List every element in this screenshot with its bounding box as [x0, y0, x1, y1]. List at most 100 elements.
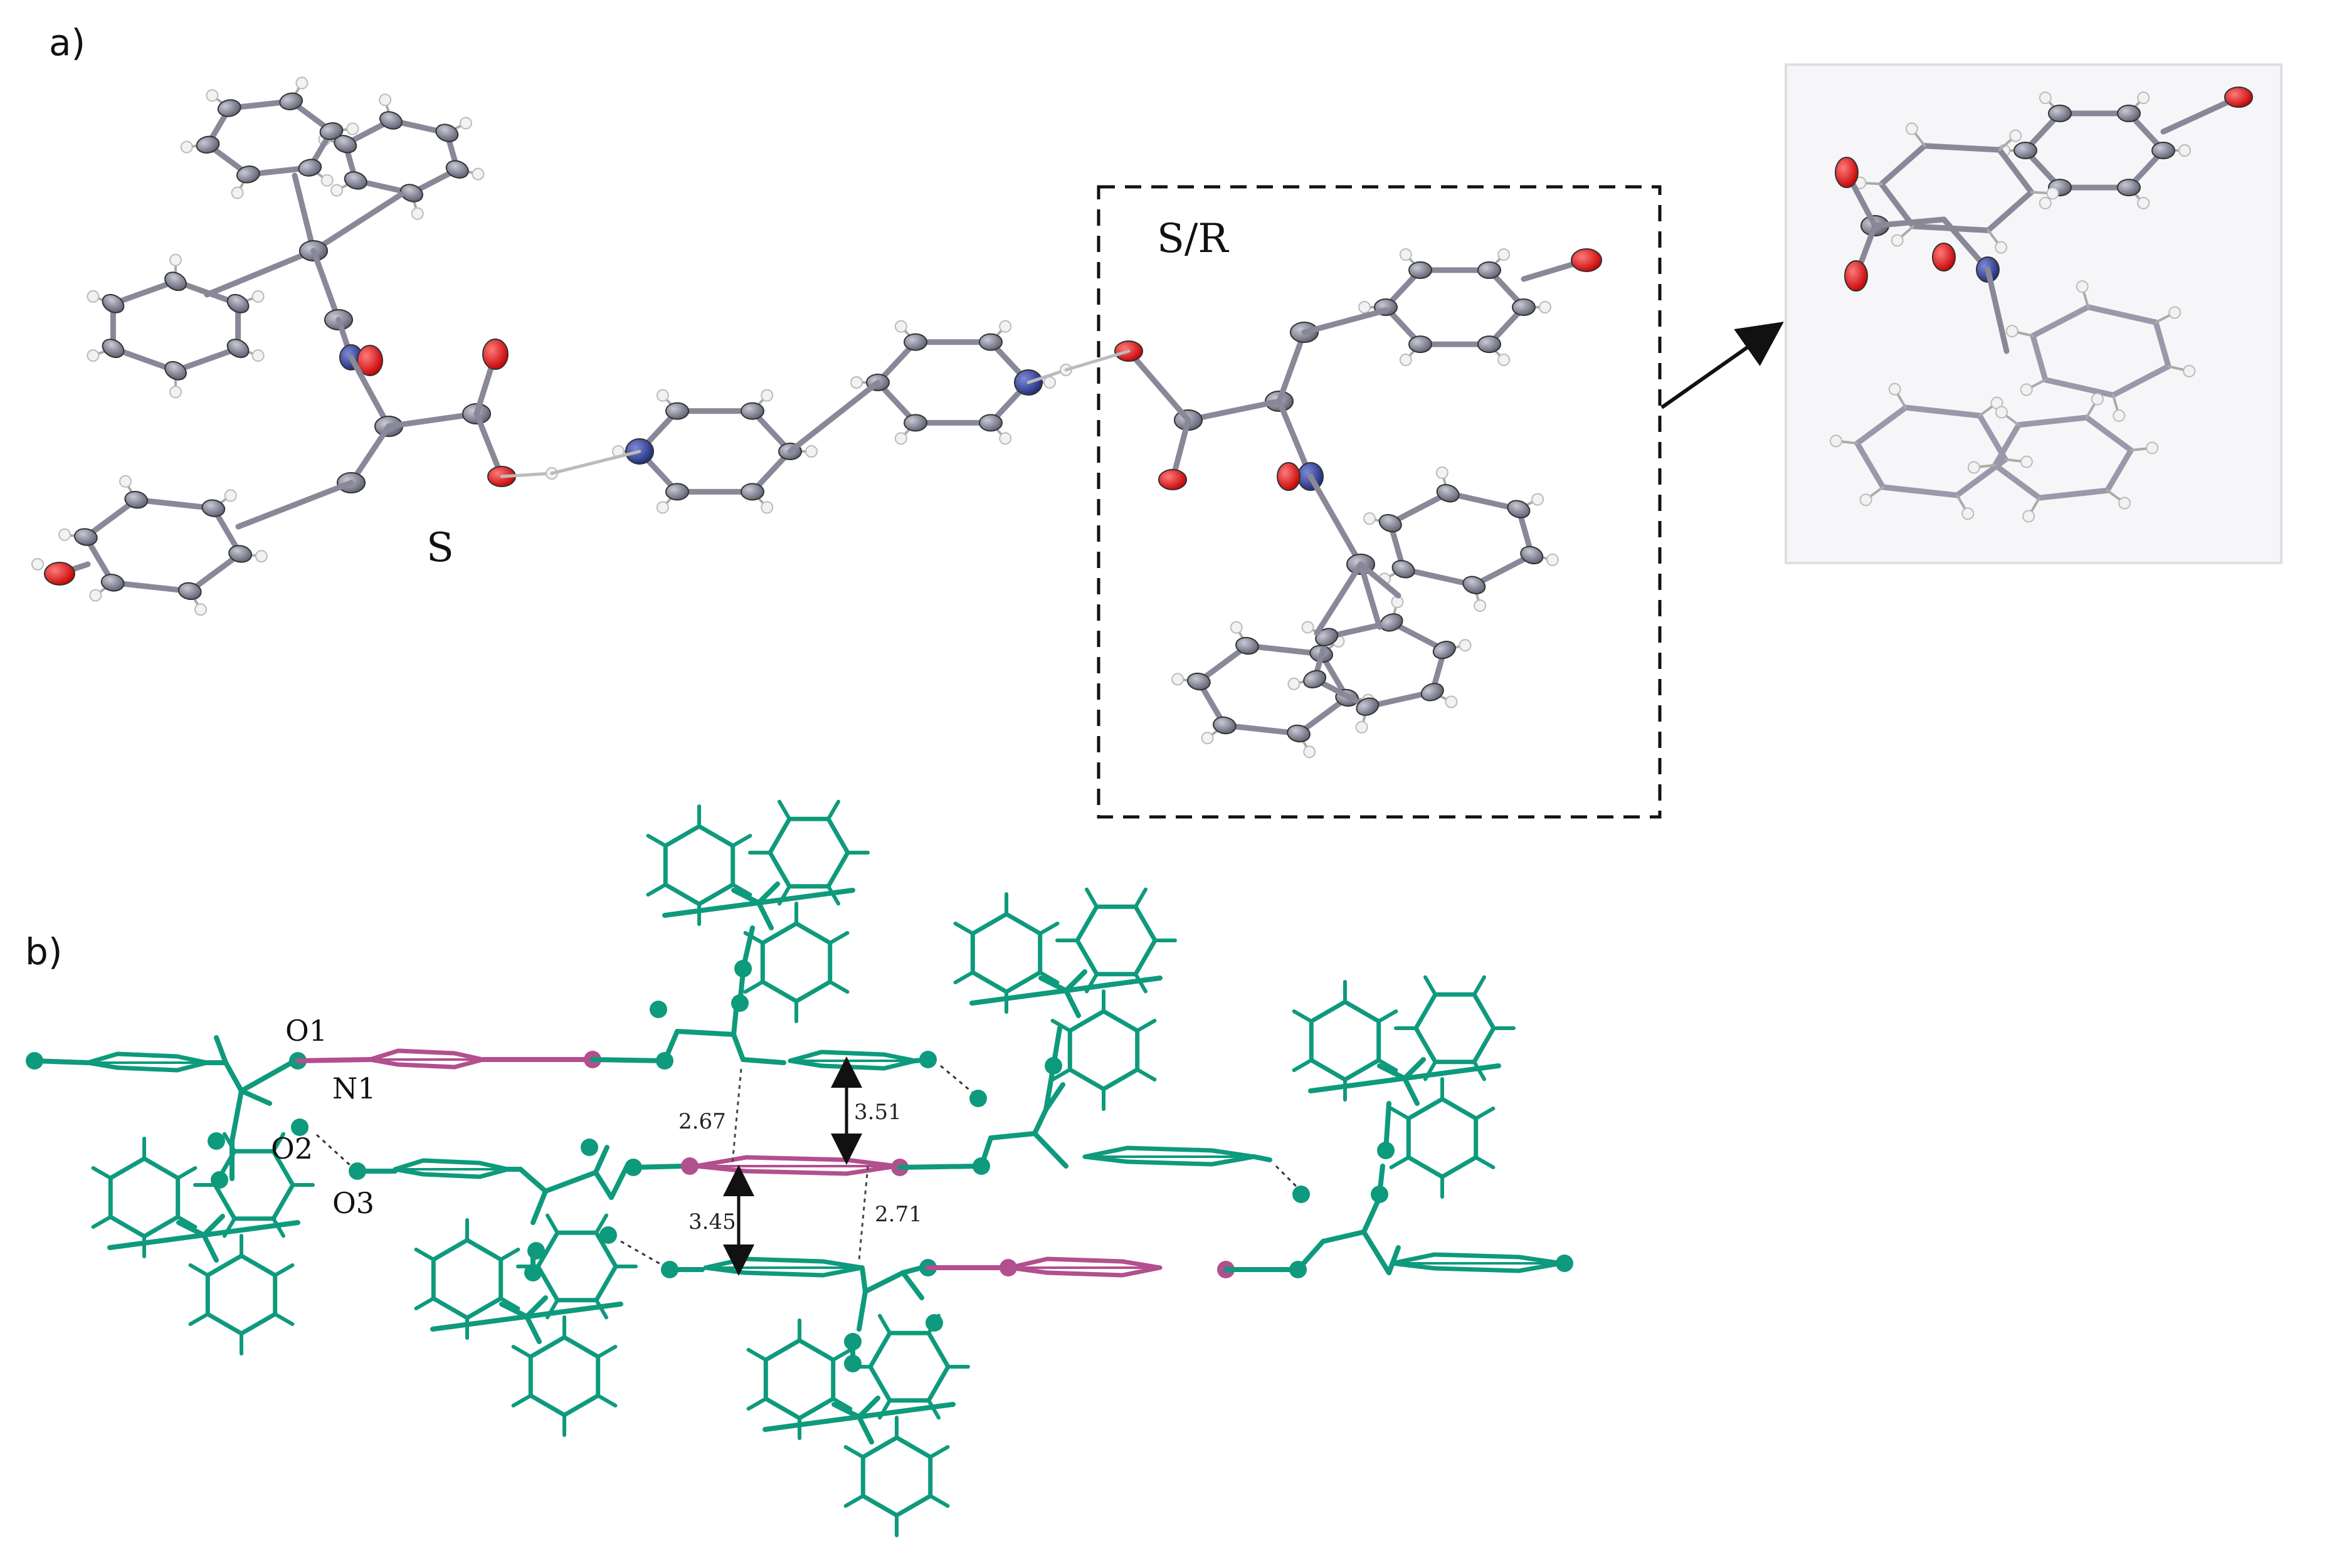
hydrogen-atom — [1287, 677, 1301, 690]
packing-bond — [1386, 1245, 1401, 1275]
packing-bond — [900, 1265, 924, 1275]
bond — [2110, 363, 2171, 398]
hydrogen-atom — [656, 501, 669, 514]
packing-bond — [831, 1397, 853, 1411]
carbon-atom — [279, 92, 303, 110]
hydrogen-atom — [1230, 621, 1243, 634]
hydrogen-atom — [2022, 510, 2035, 523]
packing-bond — [763, 1396, 802, 1421]
packing-bond — [271, 1149, 295, 1187]
packing-bond — [1038, 971, 1060, 984]
packing-atom — [599, 1226, 617, 1244]
packing-bond — [1134, 887, 1148, 909]
packing-bond — [768, 850, 792, 889]
hydrogen-atom — [1355, 720, 1368, 734]
hydrogen-atom — [255, 550, 268, 563]
packing-bond — [393, 1158, 426, 1172]
bond — [1276, 329, 1307, 404]
packing-bond — [794, 921, 833, 945]
carbon-atom — [435, 124, 459, 142]
packing-bond — [746, 1348, 768, 1362]
packing-bond — [205, 1312, 244, 1336]
carbon-atom — [1378, 513, 1402, 533]
bond — [310, 248, 342, 323]
packing-bond — [1067, 1009, 1106, 1033]
packing-bond — [1133, 938, 1158, 977]
packing-bond — [91, 1215, 113, 1229]
carbon-atom — [2117, 104, 2141, 122]
packing-atom — [919, 1051, 937, 1068]
bond — [1985, 266, 2010, 354]
packing-bond — [1295, 1239, 1326, 1272]
packing-bond — [1133, 904, 1158, 943]
packing-bond — [239, 1088, 272, 1106]
packing-bond — [108, 1214, 147, 1239]
packing-bond — [1377, 1063, 1407, 1081]
packing-bond — [819, 1063, 887, 1071]
packing-bond — [596, 1394, 618, 1408]
panel-a-label: a) — [49, 21, 85, 64]
packing-atom — [581, 1139, 598, 1156]
packing-bond — [511, 1345, 533, 1359]
hydrogen-atom — [656, 389, 669, 402]
hydrogen-atom — [180, 140, 193, 154]
carbon-atom — [1391, 560, 1415, 579]
packing-bond — [32, 1058, 90, 1065]
carbon-atom — [164, 360, 187, 381]
packing-bond — [731, 888, 761, 905]
packing-bond — [794, 979, 833, 1004]
packing-bond — [543, 1170, 598, 1194]
panel-b-label: b) — [25, 930, 62, 973]
hydrogen-atom — [2113, 409, 2126, 422]
bond — [292, 172, 317, 254]
packing-bond — [499, 1248, 520, 1261]
oxygen-atom — [357, 345, 383, 376]
carbon-atom — [1186, 672, 1211, 691]
bond — [473, 411, 505, 480]
contact-line-2-67 — [731, 1068, 742, 1164]
hydrogen-atom — [1358, 301, 1371, 313]
hydrogen-atom — [2046, 187, 2059, 200]
atom-label-o3: O3 — [332, 1186, 374, 1220]
bond — [386, 411, 480, 429]
bond — [110, 278, 179, 307]
packing-bond — [421, 1158, 482, 1165]
packing-bond — [1423, 975, 1437, 997]
packing-bond — [594, 1230, 618, 1269]
packing-bond — [609, 1164, 630, 1200]
packing-bond — [562, 1335, 601, 1359]
packing-bond — [868, 1364, 892, 1403]
oxygen-atom — [1571, 248, 1602, 272]
oxygen-atom — [1844, 260, 1868, 292]
hydrogen-atom — [2091, 392, 2104, 406]
packing-bond — [826, 850, 850, 889]
packing-bond — [953, 922, 975, 935]
packing-bond — [857, 1414, 874, 1444]
carbon-atom — [2117, 179, 2141, 197]
packing-bond — [562, 1393, 601, 1418]
packing-bond — [431, 1296, 470, 1320]
packing-bond — [1376, 1058, 1398, 1072]
packing-bond — [894, 1435, 933, 1460]
packing-bond — [831, 1348, 853, 1362]
hydrogen-atom — [224, 489, 237, 502]
bond — [1902, 404, 1983, 419]
packing-bond — [1406, 1155, 1445, 1179]
hydrogen-atom — [894, 432, 907, 445]
bond — [1854, 440, 1886, 490]
carbon-atom — [74, 528, 98, 546]
molecule-sr — [1064, 248, 1602, 759]
packing-bond — [1376, 1009, 1398, 1023]
packing-bond — [91, 1166, 113, 1180]
oxygen-atom — [1277, 462, 1301, 491]
hydrogen-atom — [1995, 406, 2008, 419]
packing-bond — [731, 883, 752, 897]
packing-bond — [239, 1060, 294, 1093]
oxygen-atom — [1835, 157, 1859, 188]
carbon-atom — [1303, 670, 1327, 689]
packing-bond — [926, 1330, 951, 1369]
packing-bond — [536, 1230, 560, 1269]
carbon-atom — [1436, 484, 1460, 503]
carbon-atom — [1512, 298, 1536, 316]
packing-bond — [590, 1057, 667, 1063]
